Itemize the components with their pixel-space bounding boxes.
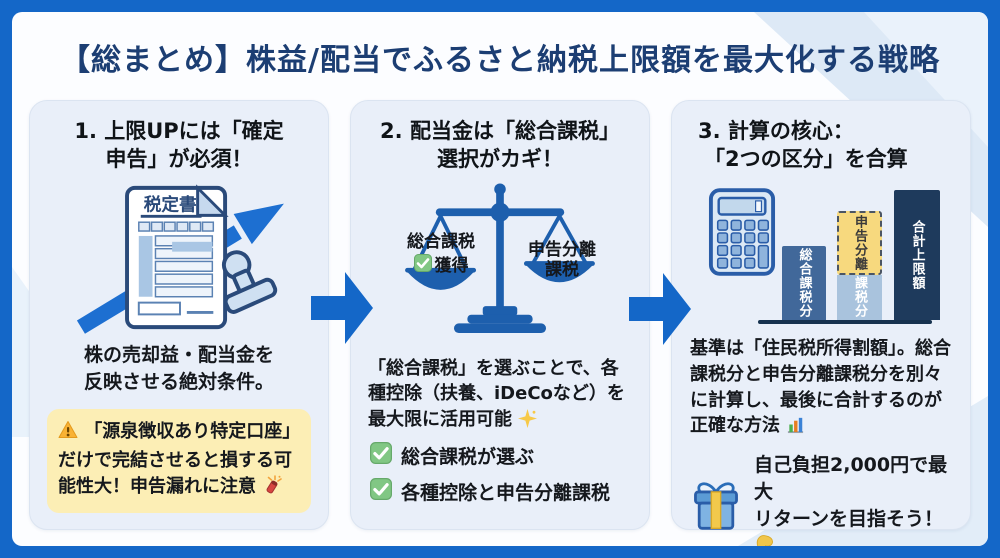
bar-label: 課税分 [852, 276, 867, 319]
bar-separate-taxation-bottom: 課税分 [837, 274, 882, 320]
bar-label: 総合課税分 [796, 247, 812, 318]
bar-comprehensive-taxation: 総合課税分 [782, 245, 826, 320]
checklist-item-label: 総合課税が選ぶ [401, 446, 535, 469]
card3-footer-line2-wrap: リターンを目指そう！ [754, 506, 960, 546]
scale-right-label-line1: 申告分離 [528, 239, 596, 260]
checklist-item: 総合課税が選ぶ [370, 442, 639, 469]
card2-title-line1: 2. 配当金は「総合課税」 [380, 119, 620, 143]
sum-bars-illustration: 総合課税分 申告分離 課税分 合計上限額 [682, 180, 960, 330]
card3-footer: 自己負担2,000円で最大 リターンを目指そう！ [682, 452, 960, 546]
balance-scale-illustration: 総合課税 獲得 申告分離 課税 [361, 176, 639, 352]
sparkle-icon [518, 408, 538, 436]
bar-label: 合計上限額 [909, 219, 925, 290]
gift-icon [688, 477, 744, 537]
scale-left-label-group: 総合課税 獲得 [387, 232, 495, 278]
card2-title-line2: 選択がカギ！ [437, 147, 563, 172]
card3-body-text: 基準は「住民税所得割額」。総合課税分と申告分離課税分を別々に計算し、最後に合計す… [690, 337, 951, 437]
scale-left-sublabel: 獲得 [434, 255, 469, 276]
bar-chart-emoji-icon [786, 415, 805, 442]
balance-scale-svg [405, 183, 595, 333]
card-step-3: 3. 計算の核心： 「2つの区分」を合算 [671, 100, 971, 546]
document-label: 税定書 [144, 193, 197, 215]
warning-callout: 「源泉徴収あり特定口座」だけで完結させると損する可能性大！申告漏れに注意 [47, 408, 311, 513]
scale-left-label: 総合課税 [407, 231, 475, 252]
card1-body-line2: 反映させる絶対条件。 [83, 370, 274, 393]
tax-document-illustration: 税定書 [40, 182, 318, 334]
chart-baseline [758, 319, 932, 324]
bar-total-limit: 合計上限額 [894, 189, 940, 320]
content-panel: 【総まとめ】株益/配当でふるさと納税上限額を最大化する戦略 1. 上限UPには「… [12, 12, 988, 546]
check-icon [370, 478, 392, 505]
card3-footer-line1: 自己負担2,000円で最大 [754, 454, 948, 503]
card3-body: 基準は「住民税所得割額」。総合課税分と申告分離課税分を別々に計算し、最後に合計す… [682, 336, 960, 443]
scale-right-label-line2: 課税 [545, 260, 579, 281]
page-title: 【総まとめ】株益/配当でふるさと納税上限額を最大化する戦略 [60, 43, 940, 78]
card2-body: 「総合課税」を選ぶことで、各種控除（扶養、iDeCoなど）を最大限に活用可能 [361, 356, 639, 436]
card3-footer-text: 自己負担2,000円で最大 リターンを目指そう！ [754, 452, 960, 546]
check-icon [370, 442, 392, 469]
checklist-item: 各種控除と申告分離課税 [370, 478, 639, 505]
arrow-right-icon [629, 273, 691, 349]
warning-icon [58, 420, 78, 448]
card3-footer-line2: リターンを目指そう！ [754, 507, 944, 530]
card1-body: 株の売却益・配当金を 反映させる絶対条件。 [40, 342, 318, 396]
step-cards-row: 1. 上限UPには「確定 申告」が必須！ 税定書 [29, 100, 971, 546]
card1-body-line1: 株の売却益・配当金を [83, 343, 274, 366]
card2-body-text: 「総合課税」を選ぶことで、各種控除（扶養、iDeCoなど）を最大限に活用可能 [368, 357, 625, 430]
card-step-1: 1. 上限UPには「確定 申告」が必須！ 税定書 [29, 100, 329, 530]
stamp-icon [221, 249, 278, 314]
arrow-right-icon [311, 272, 373, 348]
bar-separate-taxation-top: 申告分離 [837, 210, 882, 275]
card3-title: 3. 計算の核心： 「2つの区分」を合算 [682, 117, 960, 174]
card3-title-line2: 「2つの区分」を合算 [704, 147, 908, 172]
muscle-icon [754, 532, 776, 546]
calculator-icon [708, 186, 776, 282]
card1-title: 1. 上限UPには「確定 申告」が必須！ [40, 117, 318, 174]
warning-text: 「源泉徴収あり特定口座」だけで完結させると損する可能性大！申告漏れに注意 [58, 420, 292, 497]
bar-label: 申告分離 [852, 214, 867, 271]
scale-right-label-group: 申告分離 課税 [508, 240, 616, 281]
check-icon [413, 254, 432, 277]
firecracker-icon [262, 475, 283, 503]
card-step-2: 2. 配当金は「総合課税」 選択がカギ！ [350, 100, 650, 530]
card1-title-line1: 1. 上限UPには「確定 [74, 119, 284, 143]
card1-title-line2: 申告」が必須！ [105, 147, 253, 172]
card2-title: 2. 配当金は「総合課税」 選択がカギ！ [361, 117, 639, 174]
card3-title-line1: 3. 計算の核心： [698, 119, 854, 143]
tax-document-svg: 税定書 [76, 184, 284, 334]
card2-checklist: 総合課税が選ぶ 各種控除と申告分離課税 [361, 442, 639, 505]
checklist-item-label: 各種控除と申告分離課税 [401, 482, 611, 505]
